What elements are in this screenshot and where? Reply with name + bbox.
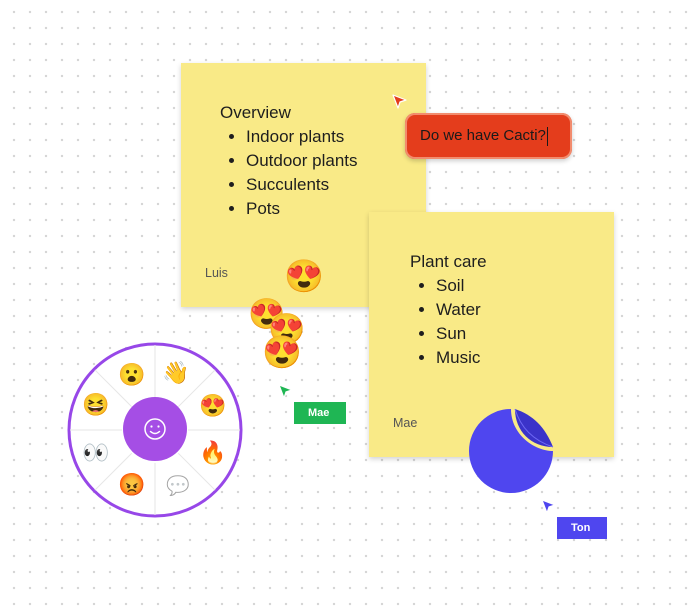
eyes-emoji[interactable]: 👀: [82, 440, 110, 465]
list-item: Outdoor plants: [246, 149, 358, 173]
surprised-emoji[interactable]: 😮: [118, 362, 146, 387]
sticky-note-overview[interactable]: Overview Indoor plants Outdoor plants Su…: [181, 63, 426, 307]
list-item: Sun: [436, 322, 481, 346]
cursor-icon: [392, 94, 407, 109]
list-item: Pots: [246, 197, 358, 221]
smiley-icon: [144, 418, 166, 440]
heart-eyes-emoji[interactable]: 😍: [268, 313, 306, 346]
cursor-name-tag-ton: Ton: [557, 517, 607, 539]
emoji-wheel-center-button[interactable]: [123, 397, 187, 461]
sticky-note-list: Indoor plants Outdoor plants Succulents …: [220, 125, 358, 221]
list-item: Music: [436, 346, 481, 370]
list-item: Water: [436, 298, 481, 322]
laughing-emoji[interactable]: 😆: [82, 392, 110, 417]
sticky-note-author: Mae: [393, 416, 418, 430]
list-item: Soil: [436, 274, 481, 298]
text-caret: [546, 126, 548, 146]
cursor-icon: [278, 384, 293, 399]
waving-hand-emoji[interactable]: 👋: [162, 360, 190, 385]
angry-face-emoji[interactable]: 😡: [118, 472, 146, 497]
cursor-icon: [541, 499, 556, 514]
speech-bubble[interactable]: Do we have Cacti?: [405, 113, 572, 159]
sticky-note-author: Luis: [205, 266, 228, 280]
list-item: Succulents: [246, 173, 358, 197]
speech-bubble-text: Do we have Cacti?: [420, 127, 546, 144]
circle-sticker-icon[interactable]: [465, 405, 557, 497]
sticky-note-title: Plant care: [410, 252, 487, 271]
heart-eyes-emoji[interactable]: 😍: [262, 334, 302, 370]
sticky-note-list: Soil Water Sun Music: [410, 274, 481, 370]
speech-balloon-icon[interactable]: 💬: [166, 476, 190, 497]
cursor-name-tag-mae: Mae: [294, 402, 346, 424]
heart-eyes-emoji[interactable]: 😍: [284, 258, 324, 294]
heart-eyes-emoji[interactable]: 😍: [248, 298, 286, 331]
list-item: Indoor plants: [246, 125, 358, 149]
sticky-note-title: Overview: [220, 103, 291, 122]
heart-eyes-emoji[interactable]: 😍: [199, 393, 227, 418]
fire-emoji[interactable]: 🔥: [199, 440, 227, 465]
